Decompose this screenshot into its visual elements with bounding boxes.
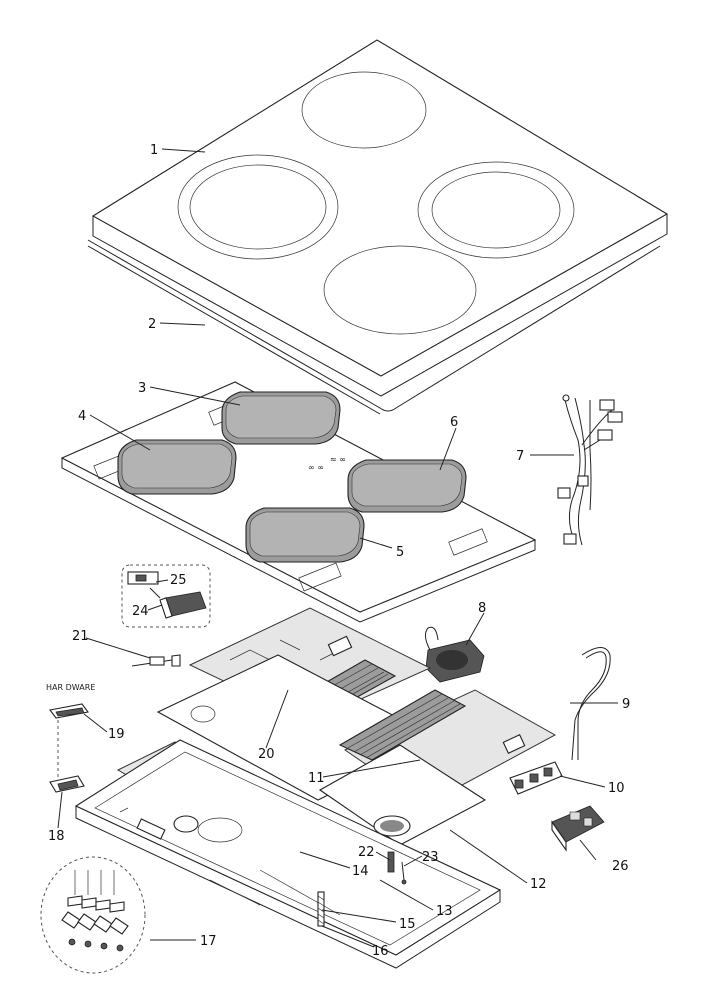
callout-21: 21: [72, 629, 89, 644]
heater-element-5: [245, 507, 365, 563]
callout-19: 19: [108, 727, 125, 742]
callout-20: 20: [258, 747, 275, 762]
callout-16: 16: [372, 944, 389, 959]
clip-part-18: [49, 775, 85, 793]
hardware-bolt-part: [131, 654, 181, 667]
gasket-part: [87, 239, 661, 415]
callout-23: 23: [422, 850, 439, 865]
cooling-fan-part: [424, 626, 485, 683]
callout-6: 6: [450, 415, 458, 430]
callout-1: 1: [150, 143, 158, 158]
heater-element-3: [221, 391, 341, 445]
callout-7: 7: [516, 449, 524, 464]
bottom-housing-part: [74, 739, 502, 969]
heater-element-4: [117, 439, 237, 495]
callout-8: 8: [478, 601, 486, 616]
callout-3: 3: [138, 381, 146, 396]
callout-9: 9: [622, 697, 630, 712]
callout-18: 18: [48, 829, 65, 844]
callout-22: 22: [358, 845, 375, 860]
callout-numbers: 1 2 3 4 5 6 7 8 9 10 11 12 13 14 15 16 1…: [48, 143, 630, 959]
relay-module-part: [551, 805, 605, 852]
leader-lines: [57, 148, 618, 948]
inset-detail-24-25: [121, 564, 211, 628]
callout-11: 11: [308, 771, 325, 786]
callout-12: 12: [530, 877, 547, 892]
callout-2: 2: [148, 317, 156, 332]
callout-17: 17: [200, 934, 217, 949]
glass-cooktop-part: [91, 39, 669, 397]
callout-14: 14: [352, 864, 369, 879]
tray-marking-1: ∞ ∞: [308, 463, 324, 472]
callout-15: 15: [399, 917, 416, 932]
callout-25: 25: [170, 573, 187, 588]
callout-4: 4: [78, 409, 86, 424]
heater-element-6: [347, 459, 467, 513]
sensor-parts-22-23: [387, 851, 407, 885]
spring-part: [317, 891, 325, 927]
wiring-harness-part: [557, 394, 623, 546]
terminal-block-part: [509, 761, 563, 795]
callout-26: 26: [612, 859, 629, 874]
power-cable-part: [571, 647, 611, 761]
hardware-label: HAR DWARE: [46, 683, 95, 692]
callout-24: 24: [132, 604, 149, 619]
callout-5: 5: [396, 545, 404, 560]
callout-13: 13: [436, 904, 453, 919]
clip-part-19: [49, 703, 89, 780]
feet-inset-17: [40, 856, 146, 974]
callout-10: 10: [608, 781, 625, 796]
tray-marking-2: ≈ ∞: [330, 455, 346, 464]
